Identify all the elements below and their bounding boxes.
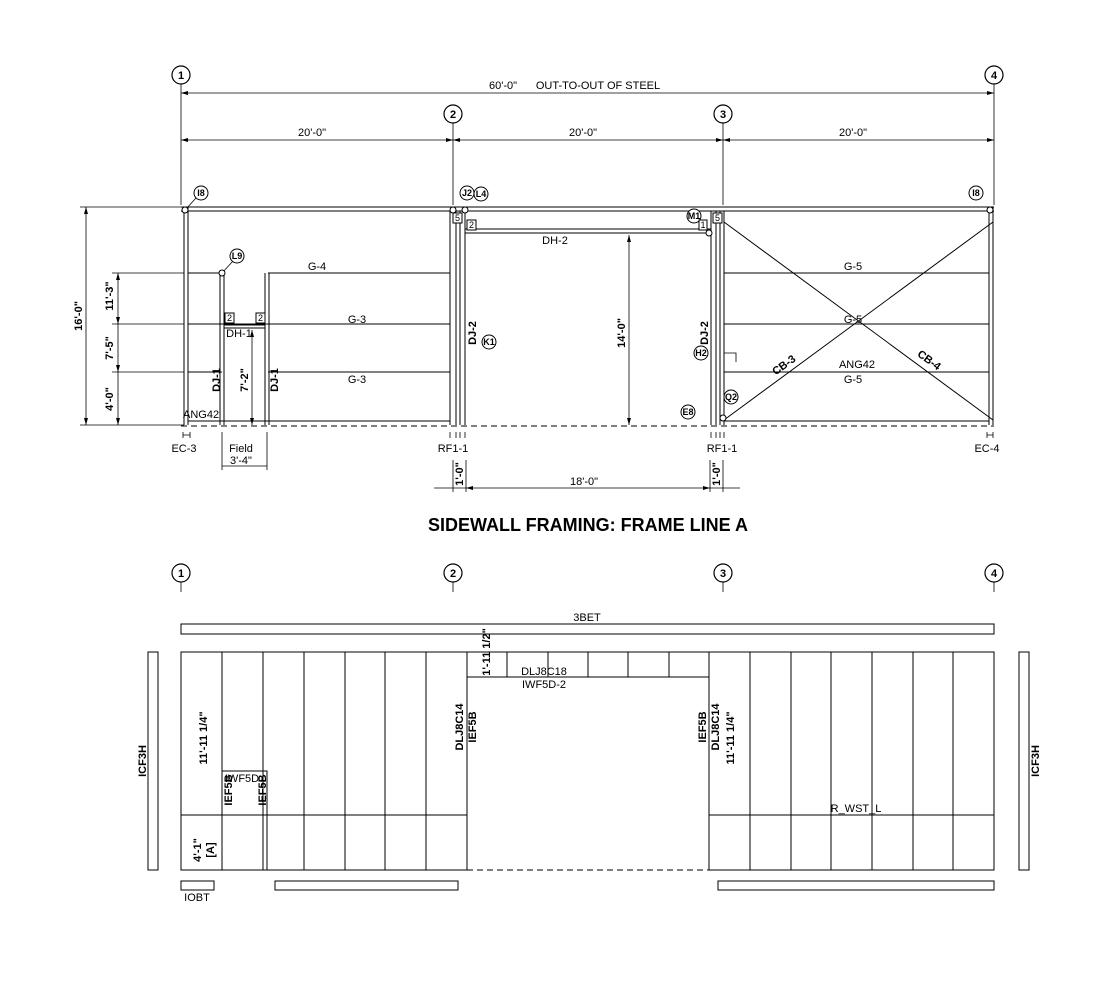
angle-label-right: ANG42 — [839, 359, 875, 371]
bubble-h2: H2 — [695, 348, 707, 358]
bubble-e8: E8 — [682, 407, 693, 417]
svg-text:3: 3 — [720, 568, 726, 580]
grid-bubbles-bottom: 1 2 3 4 — [171, 563, 1004, 583]
bubble-m1: M1 — [688, 211, 701, 221]
jamb-dj2-right: DJ-2 — [699, 321, 711, 345]
girt-g5-lower: G-5 — [844, 374, 862, 386]
left-trim-label: ICF3H — [137, 745, 149, 777]
girt-g3-lower: G-3 — [348, 374, 366, 386]
lower-panel-tag: [A] — [205, 842, 217, 858]
jamb-left-trim: IEF5B — [467, 711, 479, 742]
grid-4-label: 4 — [991, 70, 998, 82]
svg-text:2: 2 — [258, 313, 263, 323]
right-trim-label: ICF3H — [1030, 745, 1042, 777]
column-ec3: EC-3 — [171, 443, 196, 455]
header-trim-label: IWF5D-2 — [522, 679, 566, 691]
panel-length-right: 11'-11 1/4" — [725, 711, 737, 764]
bubble-l9: L9 — [232, 251, 243, 261]
column-base-marks — [182, 432, 994, 438]
angle-label-left: ANG42 — [183, 409, 219, 421]
ief-label-b: IEF5B — [257, 774, 269, 805]
field-label: Field — [229, 443, 253, 455]
top-trim-label: 3BET — [573, 612, 601, 624]
bottom-trim-left — [180, 880, 215, 891]
panel-seams-left — [181, 652, 467, 870]
girt-g5-middle: G-5 — [844, 314, 862, 326]
svg-text:2: 2 — [227, 313, 232, 323]
height-lower: 4'-0" — [104, 387, 116, 411]
svg-text:5: 5 — [715, 213, 720, 223]
svg-text:1: 1 — [700, 220, 705, 230]
jamb-dj1-left: DJ-1 — [211, 368, 223, 392]
overall-dimension-note: OUT-TO-OUT OF STEEL — [536, 80, 660, 92]
panel-group-right — [708, 651, 995, 871]
grid-2-label: 2 — [450, 109, 456, 121]
panel-length-left: 11'-11 1/4" — [198, 711, 210, 764]
svg-text:2: 2 — [469, 220, 474, 230]
header-dh2: DH-2 — [542, 235, 568, 247]
height-total: 16'-0" — [73, 301, 85, 331]
header-dh1: DH-1 — [226, 328, 252, 340]
bubble-l4: L4 — [476, 189, 487, 199]
girt-g5-upper: G-5 — [844, 261, 862, 273]
bubble-k1: K1 — [483, 337, 495, 347]
small-door-width: 3'-4" — [230, 455, 252, 467]
offset-right: 1'-0" — [711, 462, 723, 486]
drawing-title: SIDEWALL FRAMING: FRAME LINE A — [428, 515, 748, 535]
bay-2-dimension: 20'-0" — [569, 127, 597, 139]
svg-text:2: 2 — [450, 568, 456, 580]
right-corner-trim — [1018, 651, 1030, 871]
small-door-opening — [221, 770, 268, 871]
overall-dimension: 60'-0" — [489, 80, 517, 92]
bubble-j2: J2 — [462, 188, 472, 198]
bottom-trim-right — [717, 880, 995, 891]
jamb-right-trim: IEF5B — [697, 711, 709, 742]
grid-bubbles-top: 1 2 3 4 — [171, 65, 1004, 124]
panel-seams-right — [709, 652, 994, 870]
jamb-dj2-left: DJ-2 — [467, 321, 479, 345]
big-door-width: 18'-0" — [570, 476, 598, 488]
bubble-i8-left: I8 — [197, 188, 205, 198]
small-door-height: 7'-2" — [239, 368, 251, 392]
column-ec4: EC-4 — [974, 443, 999, 455]
jamb-right-label: DLJ8C14 — [710, 703, 722, 751]
connection-marks: 2 2 2 5 5 1 — [224, 212, 723, 324]
door-trim-label: IWF5D — [225, 773, 259, 785]
header-height-dim: 1'-11 1/2" — [481, 628, 493, 676]
left-corner-trim — [147, 651, 159, 871]
column-rf1-left: RF1-1 — [438, 443, 469, 455]
lower-panel-length: 4'-1" — [192, 838, 204, 862]
height-mid: 7'-5" — [104, 336, 116, 360]
svg-text:1: 1 — [178, 568, 184, 580]
girt-g4: G-4 — [308, 261, 326, 273]
brace-cb3: CB-3 — [770, 353, 798, 378]
brace-cb4: CB-4 — [915, 348, 944, 373]
detail-bubbles: I8 L9 J2 L4 M1 I8 K1 H2 E8 Q2 — [181, 185, 994, 422]
height-upper: 11'-3" — [104, 281, 116, 310]
jamb-left-label: DLJ8C14 — [454, 703, 466, 751]
big-door-height: 14'-0" — [616, 318, 628, 348]
bottom-trim-middle — [274, 880, 459, 891]
svg-text:4: 4 — [991, 568, 998, 580]
panel-group-left — [180, 651, 468, 871]
grid-1-label: 1 — [178, 70, 184, 82]
bottom-trim-label: IOBT — [184, 892, 210, 904]
girt-g3-upper: G-3 — [348, 314, 366, 326]
offset-left: 1'-0" — [454, 462, 466, 486]
jamb-dj1-right: DJ-1 — [269, 368, 281, 392]
bay-1-dimension: 20'-0" — [298, 127, 326, 139]
column-rf1-right: RF1-1 — [707, 443, 738, 455]
grid-3-label: 3 — [720, 109, 726, 121]
panel-note: R_WST_L — [831, 803, 882, 815]
header-panel-label: DLJ8C18 — [521, 666, 567, 678]
bubble-q2: Q2 — [725, 392, 737, 402]
svg-text:5: 5 — [455, 213, 460, 223]
ief-label-a: IEF5B — [223, 774, 235, 805]
bubble-i8-right: I8 — [972, 188, 980, 198]
top-trim — [180, 623, 995, 635]
bay-3-dimension: 20'-0" — [839, 127, 867, 139]
